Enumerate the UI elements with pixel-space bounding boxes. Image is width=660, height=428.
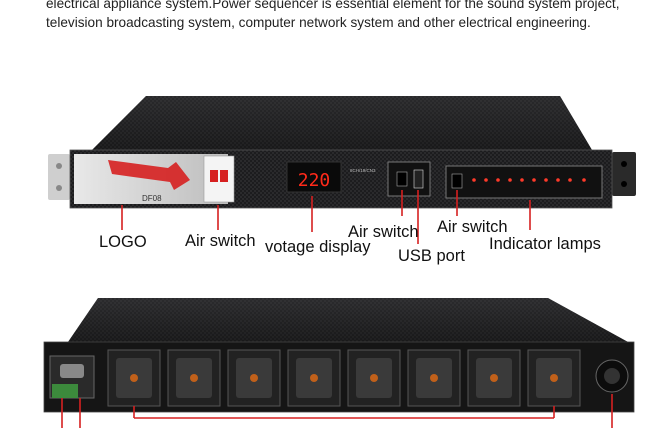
label-usb-port: USB port — [398, 247, 465, 265]
power-switch-panel — [387, 161, 431, 197]
outlet-7 — [467, 349, 521, 407]
model-text: 8CH/19/CN3 — [350, 168, 376, 173]
terminal-block — [52, 384, 78, 398]
air-switch-1 — [203, 155, 235, 203]
front-leader-lines — [121, 190, 531, 244]
outlet-8 — [527, 349, 581, 407]
back-device — [43, 298, 635, 413]
front-device: DF08 220 8CH/19/CN3 — [48, 96, 636, 209]
voltage-reading: 220 — [298, 170, 331, 191]
back-leader-lines — [61, 394, 613, 428]
outlet-5 — [347, 349, 401, 407]
indicator-lamps — [472, 178, 586, 182]
outlet-3 — [227, 349, 281, 407]
rack-ear-right — [612, 152, 636, 196]
label-air-switch-3: Air switch — [437, 218, 508, 236]
voltage-display — [286, 161, 342, 193]
rack-ear-left — [48, 154, 70, 200]
brand-text: DF08 — [142, 194, 162, 203]
outlets — [107, 349, 581, 407]
logo-arrow — [108, 160, 190, 190]
air-switch-2 — [396, 171, 408, 187]
label-voltage-display: votage display — [265, 238, 371, 256]
label-air-switch-1: Air switch — [185, 232, 256, 250]
usb-port — [413, 169, 424, 189]
intro-text: electrical appliance system.Power sequen… — [46, 0, 646, 32]
air-switch-3 — [451, 173, 463, 189]
label-air-switch-2: Air switch — [348, 223, 419, 241]
outlet-1 — [107, 349, 161, 407]
intro-line-2: television broadcasting system, computer… — [46, 15, 591, 30]
outlet-2 — [167, 349, 221, 407]
indicator-panel — [445, 165, 603, 199]
outlet-4 — [287, 349, 341, 407]
label-indicator-lamps: Indicator lamps — [489, 235, 601, 253]
outlet-6 — [407, 349, 461, 407]
intro-line-1: electrical appliance system.Power sequen… — [46, 0, 620, 11]
label-logo: LOGO — [99, 233, 147, 251]
